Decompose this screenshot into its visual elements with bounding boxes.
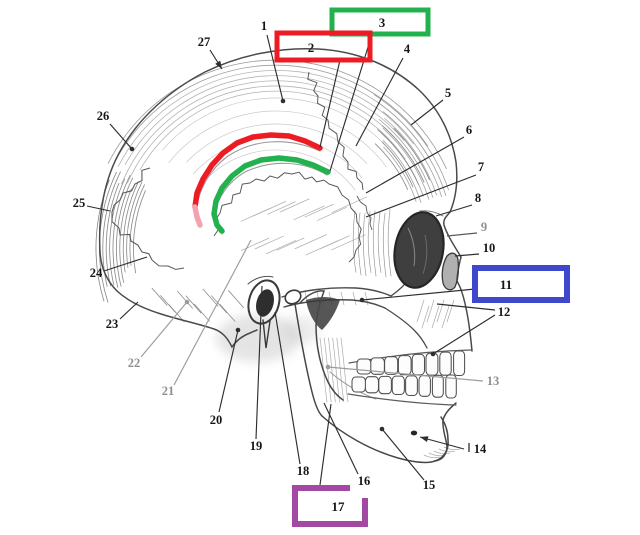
number-label-14: 14 — [474, 442, 487, 456]
upper-tooth — [425, 352, 439, 376]
box-label-3: 3 — [379, 15, 386, 30]
upper-tooth — [384, 356, 399, 375]
upper-tooth — [439, 351, 452, 376]
number-label-15: 15 — [423, 478, 436, 492]
number-label-23: 23 — [106, 317, 119, 331]
leader-line — [323, 402, 359, 475]
leader-line — [454, 253, 480, 257]
leader-line — [140, 301, 188, 358]
upper-tooth — [397, 355, 412, 376]
upper-tooth — [356, 358, 372, 375]
green-suture-highlight — [211, 155, 331, 234]
leader-line — [327, 366, 484, 382]
lower-tooth — [418, 375, 431, 397]
leader-line — [432, 314, 496, 355]
leader-dot — [379, 426, 385, 432]
leader-line — [109, 123, 133, 150]
lower-tooth — [431, 374, 444, 398]
number-label-5: 5 — [445, 86, 451, 100]
lower-tooth — [391, 375, 405, 396]
annotations: 3211171456789101213141516181920212223242… — [73, 7, 570, 527]
leader-line — [381, 428, 425, 481]
number-label-25: 25 — [73, 196, 86, 210]
number-label-13: 13 — [487, 374, 500, 388]
number-label-21: 21 — [162, 384, 175, 398]
leader-arrowhead — [420, 436, 429, 442]
leader-line — [319, 59, 341, 148]
leader-arrowhead — [215, 60, 222, 69]
answer-box-11 — [472, 265, 570, 303]
leader-line — [329, 33, 373, 172]
leader-line — [103, 256, 148, 272]
number-label-26: 26 — [97, 109, 110, 123]
teeth — [351, 350, 466, 399]
sutures — [111, 71, 373, 270]
lower-tooth — [378, 375, 392, 395]
red-suture-highlight — [192, 132, 323, 210]
leader-line — [86, 205, 111, 212]
leader-dot — [430, 351, 436, 357]
leader-line — [365, 174, 477, 218]
leader-dot — [129, 146, 135, 152]
box-label-17: 17 — [332, 499, 346, 514]
lower-tooth — [351, 376, 367, 393]
mandible — [284, 289, 457, 464]
leader-line — [173, 239, 252, 386]
leader-line — [410, 99, 444, 126]
leader-line — [218, 329, 239, 413]
leader-dot — [280, 98, 286, 104]
leader-line — [355, 57, 404, 147]
orbit-and-nose — [393, 211, 460, 291]
leader-dot — [359, 297, 365, 303]
number-label-27: 27 — [198, 35, 211, 49]
leader-line — [446, 232, 478, 237]
lower-tooth — [364, 376, 380, 394]
leader-line — [436, 303, 496, 311]
number-label-1: 1 — [261, 19, 267, 33]
answer-box-2 — [274, 30, 373, 63]
leader-line — [319, 403, 332, 486]
upper-tooth — [453, 350, 466, 377]
upper-tooth — [411, 353, 426, 376]
box-label-11: 11 — [500, 277, 512, 292]
leader-dot — [184, 299, 190, 305]
red-suture-fade — [192, 204, 203, 228]
number-label-4: 4 — [404, 42, 411, 56]
number-label-9: 9 — [481, 220, 487, 234]
number-label-19: 19 — [250, 439, 263, 453]
leader-line — [255, 285, 263, 440]
number-label-8: 8 — [475, 191, 481, 205]
leader-line — [266, 34, 284, 102]
lower-tooth — [405, 375, 418, 397]
number-label-18: 18 — [297, 464, 310, 478]
answer-box-3 — [329, 7, 431, 37]
number-label-12: 12 — [498, 305, 511, 319]
number-label-20: 20 — [210, 413, 223, 427]
number-label-7: 7 — [478, 160, 484, 174]
leader-line — [435, 204, 473, 217]
leader-line — [365, 136, 465, 194]
number-label-16: 16 — [358, 474, 371, 488]
leader-line — [119, 301, 139, 320]
box-label-2: 2 — [308, 40, 315, 55]
number-label-6: 6 — [466, 123, 472, 137]
leader-line — [274, 311, 301, 465]
skull-outline — [98, 47, 473, 352]
number-label-24: 24 — [90, 266, 103, 280]
leader-line — [361, 288, 476, 301]
answer-box-17 — [292, 485, 368, 527]
leader-dot — [235, 327, 241, 333]
leader-dot — [325, 364, 331, 370]
number-label-22: 22 — [128, 356, 141, 370]
shading-blobs — [216, 314, 320, 362]
lower-tooth — [445, 374, 457, 399]
number-label-10: 10 — [483, 241, 496, 255]
